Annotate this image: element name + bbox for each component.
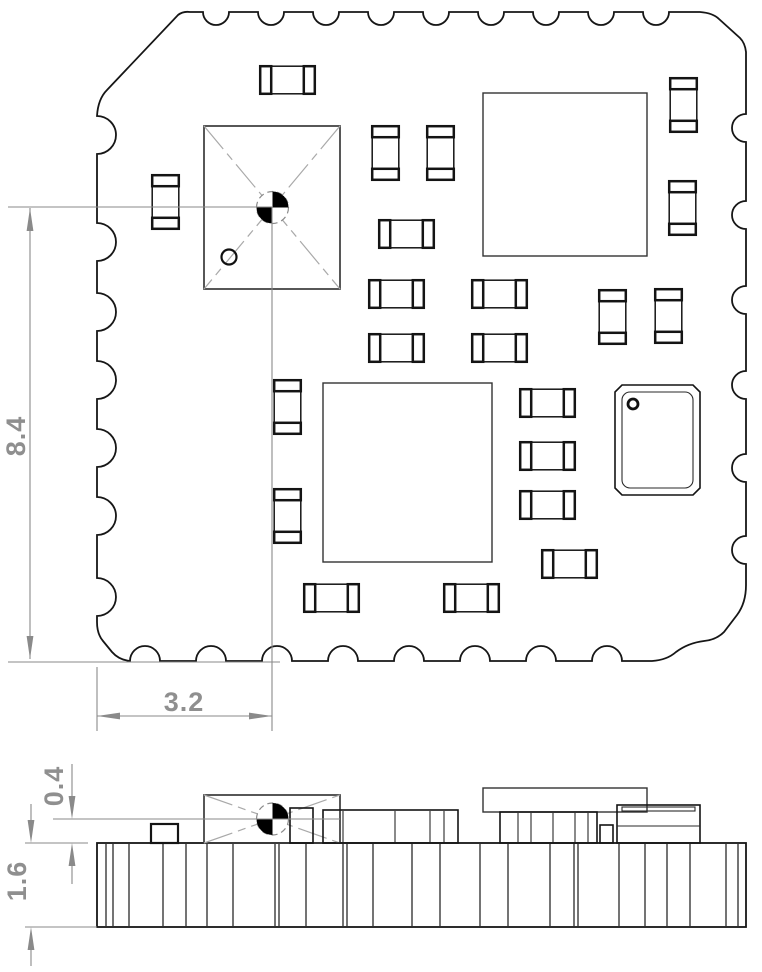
arrow-up-icon — [26, 208, 34, 231]
side-component — [322, 809, 459, 844]
ic-chip — [482, 92, 648, 257]
dimension-value: 1.6 — [2, 861, 32, 902]
castellation-lines — [105, 844, 739, 926]
dimension-thickness: 1.6 — [2, 804, 97, 966]
side-component — [289, 807, 314, 844]
passive-component — [377, 218, 436, 250]
side-component-divisions — [342, 811, 445, 842]
arrow-left-icon — [97, 712, 120, 720]
side-component — [599, 824, 614, 844]
crystal-pin1-marker-icon — [626, 397, 640, 411]
top-view: 8.4 3.2 — [1, 10, 747, 731]
module-outline — [96, 10, 747, 662]
passive-component — [367, 278, 426, 310]
crystal-lid — [621, 391, 694, 489]
arrow-down-icon — [27, 820, 35, 843]
dimension-value: 3.2 — [164, 687, 205, 717]
dimension-standoff: 0.4 — [25, 764, 340, 884]
passive-component — [540, 548, 599, 580]
crystal-body — [616, 804, 701, 844]
passive-component — [272, 378, 303, 436]
ic-chip — [322, 382, 493, 563]
side-view: 0.4 1.6 — [2, 764, 747, 966]
crystal-outer — [614, 384, 701, 496]
crystal-oscillator — [614, 384, 701, 496]
side-component-divisions — [517, 813, 589, 842]
dimension-horizontal: 3.2 — [96, 667, 272, 731]
arrow-up-icon — [68, 843, 76, 866]
passive-component — [653, 287, 684, 345]
arrow-right-icon — [249, 712, 272, 720]
passive-component — [518, 440, 577, 472]
side-component — [499, 811, 598, 844]
pin1-marker-icon — [220, 248, 238, 266]
side-crystal-profile — [616, 804, 701, 844]
passive-component — [470, 278, 529, 310]
centroid-mark-icon — [255, 802, 290, 836]
side-component — [149, 822, 180, 845]
arrow-down-icon — [68, 796, 76, 819]
pcb-body — [96, 842, 747, 928]
passive-component — [425, 124, 456, 182]
passive-component — [150, 173, 181, 231]
passive-component — [370, 124, 401, 182]
arrow-down-icon — [26, 636, 34, 659]
passive-component — [597, 288, 628, 346]
passive-component — [442, 582, 501, 614]
dimension-value: 0.4 — [39, 766, 69, 807]
passive-component — [518, 489, 577, 521]
passive-component — [367, 332, 426, 364]
dimension-vertical: 8.4 — [1, 206, 280, 731]
passive-component — [272, 487, 303, 545]
arrow-up-icon — [27, 927, 35, 950]
passive-component — [258, 64, 317, 96]
passive-component — [518, 387, 577, 419]
crystal-lid — [621, 806, 696, 812]
passive-component — [667, 179, 698, 237]
passive-component — [470, 332, 529, 364]
passive-component — [302, 582, 361, 614]
dimension-value: 8.4 — [1, 416, 31, 457]
passive-component — [668, 76, 699, 134]
